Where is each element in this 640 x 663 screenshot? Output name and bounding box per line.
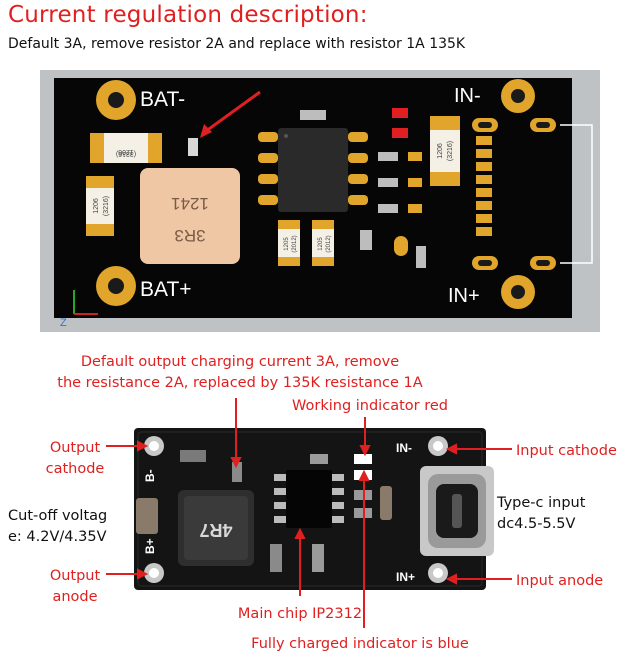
resistor-right: 1206 (3216) [430, 116, 460, 186]
svg-text:1206: 1206 [437, 143, 444, 159]
page-title: Current regulation description: [8, 2, 368, 28]
capacitor-a: 1205 (2012) [278, 220, 300, 266]
svg-text:(3216): (3216) [116, 150, 136, 157]
annotation-input-cathode: Input cathode [516, 443, 617, 459]
target-resistor [188, 138, 198, 156]
led-red-photo [354, 454, 372, 464]
annotation-input-anode: Input anode [516, 573, 604, 589]
label-in-minus: IN- [454, 85, 481, 107]
usb-c-connector [420, 466, 494, 556]
led-red-1 [392, 108, 408, 118]
svg-text:(3216): (3216) [447, 141, 454, 161]
inductor-photo: 4R7 [178, 490, 254, 566]
silk-b-minus: B- [143, 469, 157, 482]
annotation-cutoff-voltage: Cut-off voltag e: 4.2V/4.35V [8, 508, 108, 545]
main-chip-photo [274, 470, 344, 528]
annotation-default-current: Default output charging current 3A, remo… [57, 354, 423, 391]
main-ic-render [258, 128, 368, 212]
silk-in-minus: IN- [396, 441, 412, 455]
annotation-arrows [106, 398, 512, 628]
annotation-typec-input: Type-c input dc4.5-5.5V [497, 495, 586, 532]
resistor-left-top: 1206 (3216) [90, 133, 162, 163]
led-red-2 [392, 128, 408, 138]
label-bat-minus: BAT- [140, 88, 185, 111]
svg-text:1205: 1205 [318, 237, 324, 251]
label-bat-plus: BAT+ [140, 278, 192, 301]
silk-b-plus: B+ [143, 538, 157, 554]
svg-text:3R3: 3R3 [174, 226, 205, 245]
capacitor-b: 1205 (2012) [312, 220, 334, 266]
annotation-output-anode: Output anode [49, 568, 101, 605]
svg-text:(2012): (2012) [326, 235, 332, 252]
annotation-working-indicator: Working indicator red [292, 398, 448, 414]
svg-text:Z: Z [60, 317, 67, 329]
svg-text:4R7: 4R7 [199, 520, 232, 540]
usb-c-footprint [472, 118, 593, 270]
label-in-plus: IN+ [448, 285, 480, 307]
svg-text:(3216): (3216) [103, 196, 110, 216]
pcb-3d-render: BAT- BAT+ IN- IN+ 1241 3R3 1206 [40, 70, 600, 332]
pcb-photo: B- B+ IN- IN+ 4R7 [106, 398, 512, 628]
annotation-output-cathode: Output cathode [45, 440, 105, 477]
annotation-fully-charged: Fully charged indicator is blue [251, 636, 469, 652]
annotation-main-chip: Main chip IP2312 [237, 606, 363, 622]
svg-text:1206: 1206 [93, 198, 100, 214]
axis-indicator: Z [60, 290, 98, 329]
svg-text:(2012): (2012) [292, 235, 298, 252]
svg-text:1205: 1205 [284, 237, 290, 251]
resistor-left-bottom: 1206 (3216) [86, 176, 114, 236]
svg-text:1241: 1241 [171, 194, 209, 213]
svg-text:1206: 1206 [118, 148, 134, 155]
inductor: 1241 3R3 [140, 168, 240, 264]
silk-in-plus: IN+ [396, 570, 415, 584]
page-subtitle: Default 3A, remove resistor 2A and repla… [8, 36, 466, 52]
